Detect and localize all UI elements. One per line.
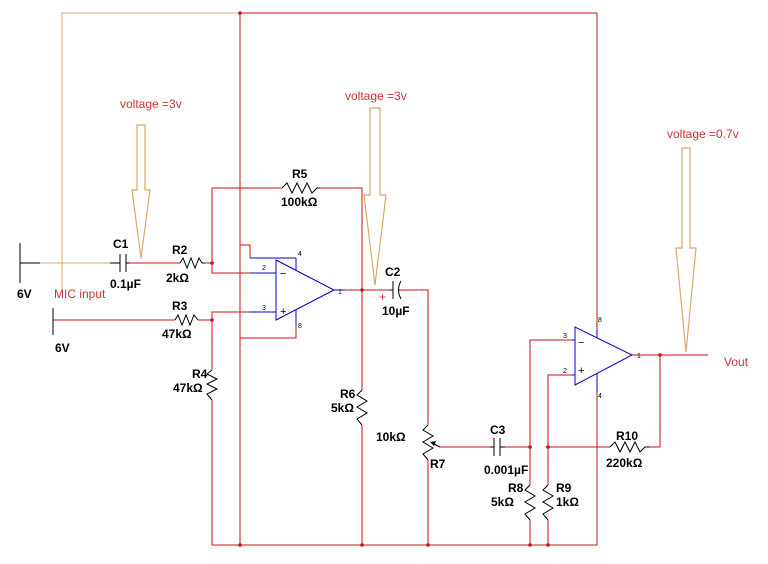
- annotation-wire: [61, 12, 240, 290]
- resistor-r6: [356, 389, 368, 426]
- r8-value: 5kΩ: [491, 495, 514, 509]
- r2-ref: R2: [172, 243, 188, 257]
- resistor-r9: [542, 484, 554, 521]
- r4-value: 47kΩ: [173, 381, 203, 395]
- r9-value: 1kΩ: [556, 495, 579, 509]
- resistor-r3: [174, 313, 199, 327]
- capacitor-c3: [490, 438, 505, 456]
- opamp1-pin2: 2: [262, 265, 266, 272]
- voltage-source-left-top: [19, 243, 40, 283]
- opamp1-pin8: 8: [298, 323, 302, 330]
- r9-ref: R9: [556, 481, 572, 495]
- c2-ref: C2: [385, 265, 401, 279]
- r7-ref: R7: [430, 457, 446, 471]
- opamp1-pin1: 1: [338, 289, 342, 296]
- opamp2-pin2: 2: [563, 368, 567, 375]
- opamp2-pin3: 3: [563, 333, 567, 340]
- c3-value: 0.001µF: [484, 463, 528, 477]
- r3-ref: R3: [172, 299, 188, 313]
- resistor-r4: [205, 369, 219, 401]
- c1-ref: C1: [113, 237, 129, 251]
- opamp-2: [572, 326, 634, 392]
- c2-polarity: +: [379, 290, 386, 304]
- opamp1-plus: +: [280, 306, 286, 318]
- resistor-r8: [524, 484, 536, 521]
- opamp2-plus: +: [578, 365, 584, 377]
- r8-ref: R8: [508, 481, 524, 495]
- opamp2-pin8: 8: [598, 317, 602, 324]
- r10-value: 220kΩ: [606, 456, 643, 470]
- r6-ref: R6: [340, 387, 356, 401]
- annotation-3: voltage =0.7v: [667, 127, 739, 141]
- arrow-down-3: [675, 147, 697, 353]
- mic-input-label: MIC input: [54, 287, 106, 301]
- resistor-r2: [179, 256, 205, 270]
- r3-value: 47kΩ: [162, 327, 192, 341]
- opamp-1: [250, 257, 345, 325]
- r7-value: 10kΩ: [376, 430, 406, 444]
- c2-value: 10µF: [382, 304, 410, 318]
- capacitor-c2: [390, 280, 402, 300]
- annotation-1: voltage =3v: [120, 97, 182, 111]
- r5-value: 100kΩ: [281, 195, 318, 209]
- capacitor-c1: [110, 254, 130, 272]
- arrow-down-1: [131, 124, 151, 259]
- opamp2-pin1: 1: [637, 353, 641, 360]
- opamp2-pin4: 4: [598, 393, 602, 400]
- c1-value: 0.1µF: [110, 277, 141, 291]
- r4-ref: R4: [192, 367, 208, 381]
- c3-ref: C3: [490, 423, 506, 437]
- resistor-r10: [609, 440, 650, 454]
- opamp1-pin3: 3: [262, 305, 266, 312]
- source-left-bottom-label: 6V: [55, 341, 70, 355]
- vout-label: Vout: [724, 355, 749, 369]
- source-left-top-label: 6V: [17, 287, 32, 301]
- wires: [53, 12, 708, 546]
- opamp2-minus: −: [578, 337, 584, 349]
- r2-value: 2kΩ: [166, 271, 189, 285]
- r6-value: 5kΩ: [331, 401, 354, 415]
- annotation-2: voltage =3v: [345, 89, 407, 103]
- r5-ref: R5: [292, 167, 308, 181]
- r10-ref: R10: [616, 429, 638, 443]
- arrow-down-2: [363, 107, 387, 286]
- potentiometer-r7: [422, 424, 441, 461]
- opamp1-minus: −: [280, 268, 286, 280]
- resistor-r5: [281, 181, 320, 195]
- opamp1-pin4: 4: [298, 251, 302, 258]
- junctions: [210, 11, 662, 547]
